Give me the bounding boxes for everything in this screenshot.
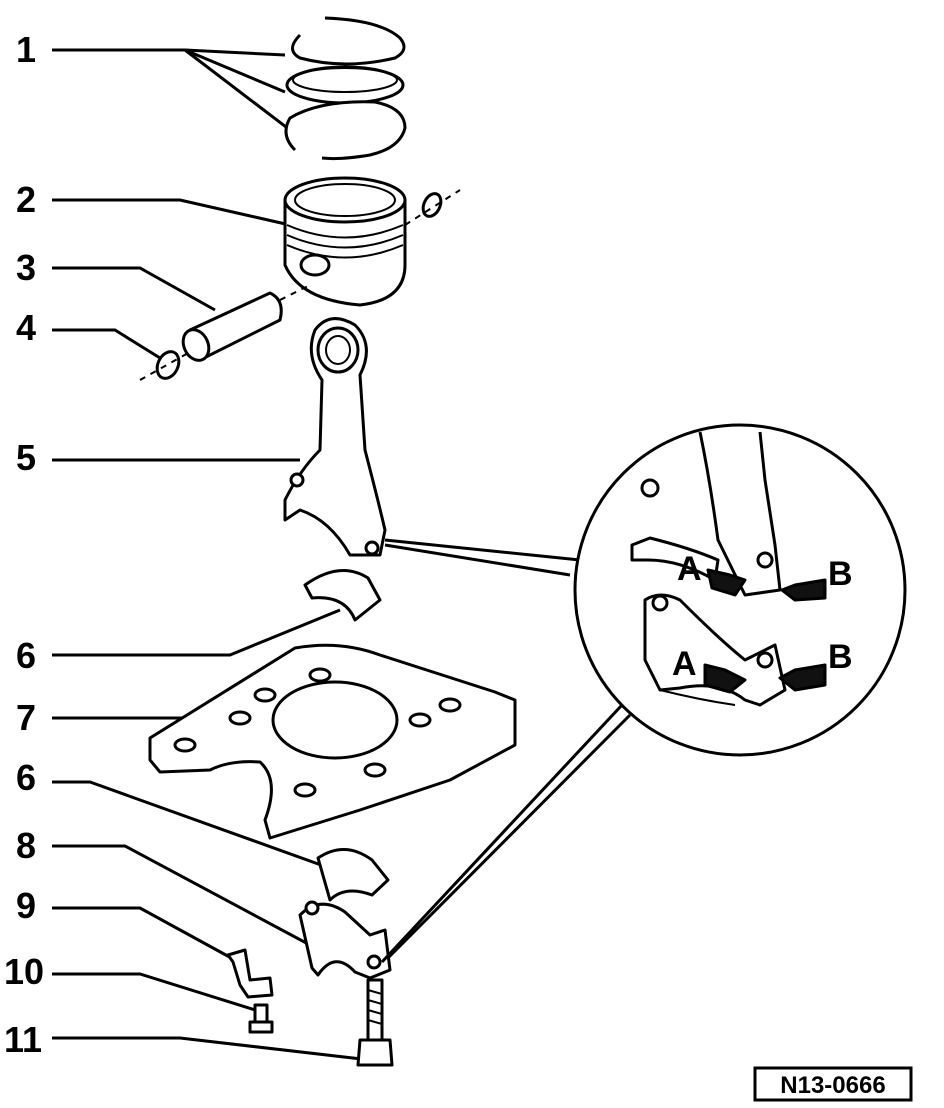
detail-label-a-upper: A — [677, 550, 702, 588]
bearing-cap — [298, 900, 392, 980]
detail-label-a-lower: A — [672, 645, 697, 683]
bearing-shell-lower — [316, 848, 390, 902]
detail-label-b-lower: B — [828, 638, 853, 676]
piston-pin-circlip-left — [139, 350, 191, 381]
bracket — [226, 948, 274, 999]
callout-7: 7 — [16, 697, 36, 738]
callout-3: 3 — [16, 247, 36, 288]
callout-8: 8 — [16, 825, 36, 866]
cap-bolt — [356, 978, 394, 1067]
small-bolt — [248, 1003, 274, 1034]
connecting-rod — [283, 317, 387, 557]
callout-9: 9 — [16, 885, 36, 926]
callout-4: 4 — [16, 307, 36, 348]
piston — [283, 176, 407, 307]
piston-pin-circlip-right — [404, 189, 461, 226]
callout-5: 5 — [16, 437, 36, 478]
bearing-shell-upper — [303, 568, 382, 622]
callout-6-upper: 6 — [16, 635, 36, 676]
piston-rings — [284, 16, 407, 161]
piston-pin — [181, 284, 311, 362]
callout-11: 11 — [4, 1019, 42, 1060]
callout-1: 1 — [16, 29, 36, 70]
detail-view: A B A B — [380, 423, 907, 964]
callout-6-lower: 6 — [16, 757, 36, 798]
reference-code-box: N13-0666 — [753, 1066, 913, 1102]
reference-code: N13-0666 — [780, 1072, 885, 1099]
bearing-plate — [148, 643, 517, 840]
callout-10: 10 — [4, 951, 44, 992]
callout-2: 2 — [16, 179, 36, 220]
leader-lines — [52, 48, 371, 1062]
detail-label-b-upper: B — [828, 555, 853, 593]
